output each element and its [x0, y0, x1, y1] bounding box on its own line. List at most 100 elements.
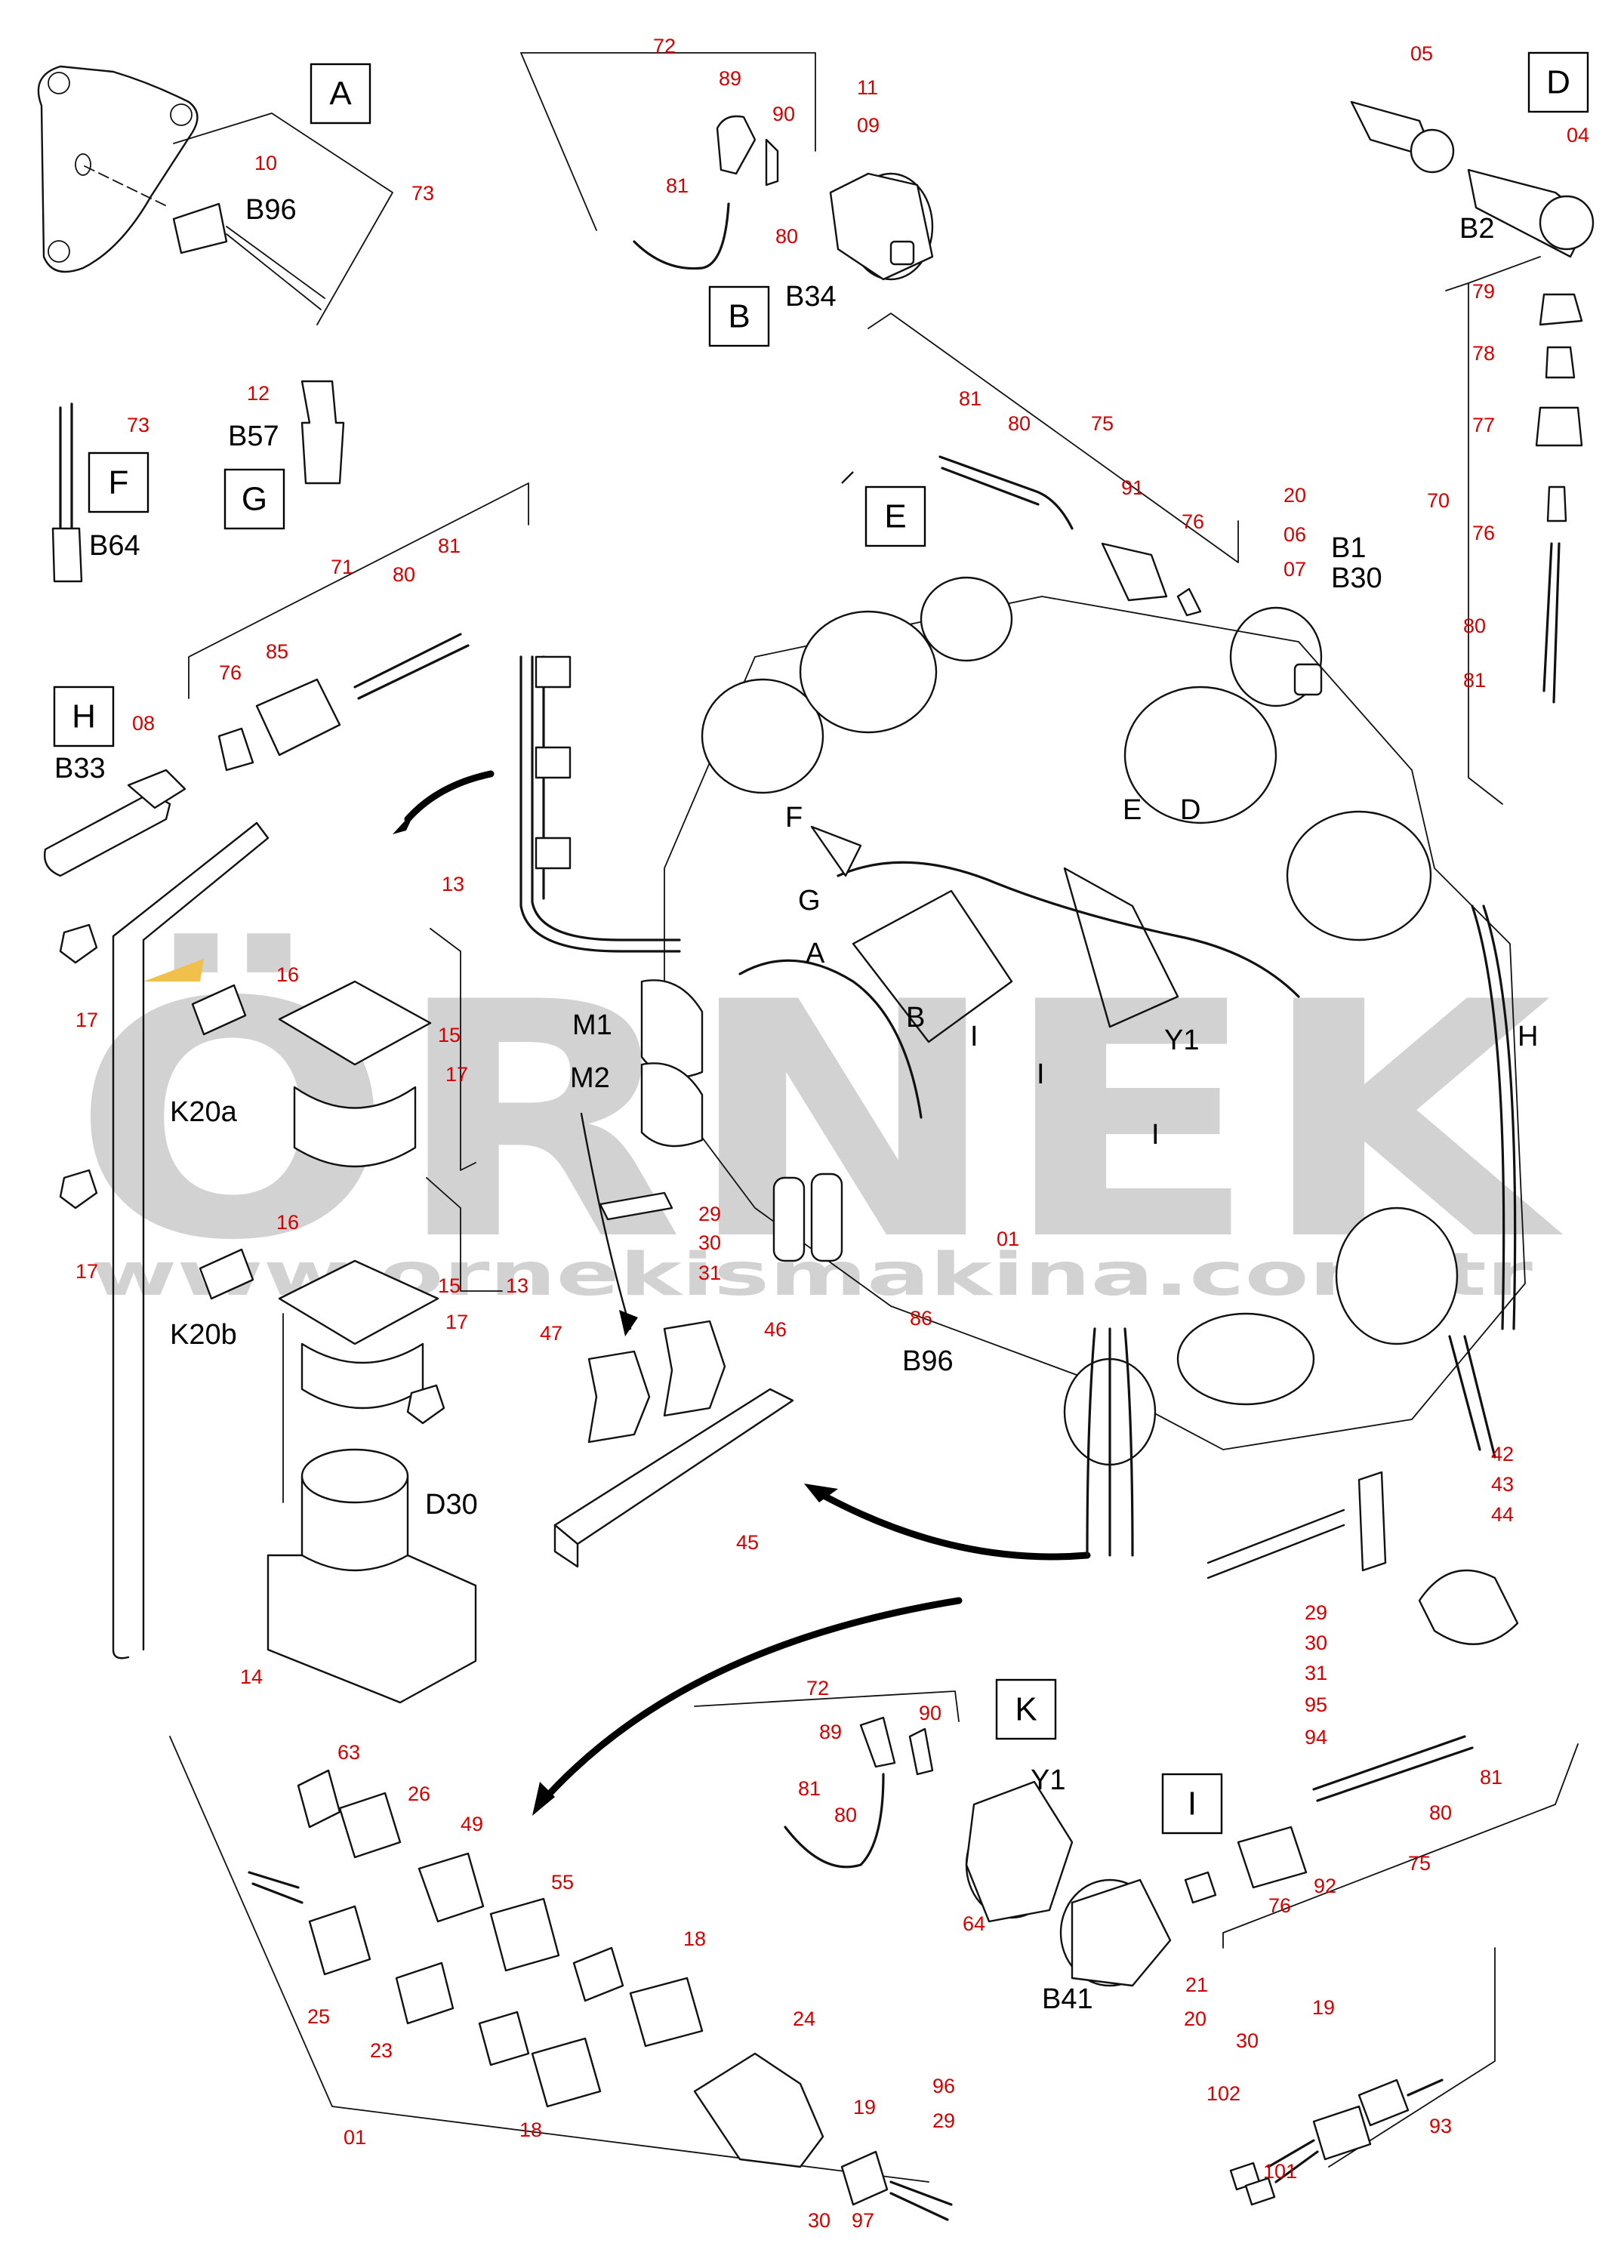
relay-stud-16a: [191, 984, 247, 1036]
sleeve-55: [489, 1897, 560, 1972]
e-boot-91: [1101, 542, 1168, 602]
relay-k20a: [278, 980, 432, 1066]
part-number: 07: [1283, 558, 1306, 581]
part-number: 45: [736, 1531, 759, 1554]
part-number: 16: [276, 963, 299, 986]
part-number: 09: [857, 114, 880, 137]
part-number: 44: [1491, 1503, 1514, 1526]
engine-marker-d: D: [1180, 794, 1200, 826]
part-number: 20: [1184, 2008, 1206, 2030]
part-number: 15: [438, 1024, 461, 1046]
callout-f: F: [88, 451, 149, 513]
spring-19b: [1312, 2105, 1372, 2161]
part-number: 01: [344, 2126, 366, 2149]
callout-h: H: [53, 686, 115, 747]
alternator: [1335, 1206, 1459, 1345]
relay-k20b: [278, 1259, 439, 1345]
part-number: 93: [1429, 2115, 1452, 2137]
part-number: 12: [247, 382, 270, 405]
part-number: 90: [772, 103, 795, 125]
nut-17c: [406, 1384, 445, 1425]
turbo-center: [799, 610, 938, 734]
section-k: [694, 1690, 1074, 1923]
intake-far-right: [1286, 810, 1432, 941]
part-number: 76: [1268, 1894, 1291, 1917]
connector-26: [338, 1792, 402, 1859]
nut-17a: [59, 923, 98, 964]
callout-g: G: [223, 468, 285, 530]
label-k20a: K20a: [170, 1096, 238, 1128]
part-number: 90: [919, 1702, 941, 1724]
callout-k: K: [995, 1678, 1057, 1740]
connector-23: [395, 1961, 455, 2025]
part-number: 101: [1263, 2160, 1297, 2183]
part-number: 29: [1305, 1601, 1327, 1624]
d-fitting-78: [1545, 346, 1576, 379]
spring-18b: [531, 2037, 602, 2108]
svg-text:K: K: [1015, 1691, 1037, 1728]
engine-assembly: [519, 471, 1526, 1557]
motor-m2: [640, 1062, 704, 1148]
label-m1: M1: [572, 1009, 612, 1041]
part-number: 77: [1472, 414, 1495, 436]
callout-b: B: [708, 285, 770, 347]
part-number: 80: [393, 563, 415, 586]
part-number: 43: [1491, 1473, 1514, 1496]
label-b1: B1: [1331, 532, 1366, 564]
svg-text:A: A: [329, 75, 352, 112]
label-b34: B34: [785, 281, 837, 313]
part-number: 21: [1185, 1974, 1208, 1996]
part-number: 04: [1567, 124, 1589, 146]
label-k20b: K20b: [170, 1319, 237, 1351]
engine-marker-g: G: [798, 885, 821, 917]
engine-marker-e: E: [1123, 794, 1142, 826]
part-number: 81: [1463, 669, 1486, 692]
section-f-g: [51, 380, 345, 583]
connector-kit: [169, 1736, 1496, 2221]
part-number: 81: [1480, 1766, 1502, 1789]
housing-24: [693, 2052, 824, 2168]
svg-text:H: H: [72, 698, 96, 735]
part-number: 49: [461, 1813, 483, 1835]
clamp-44: [1418, 1569, 1519, 1645]
svg-text:I: I: [1188, 1786, 1197, 1823]
block-46: [663, 1320, 726, 1417]
section-i: [1059, 1735, 1579, 1987]
part-number: 20: [1283, 484, 1306, 507]
part-number: 97: [852, 2209, 874, 2232]
part-number: 13: [442, 873, 464, 895]
engine-marker-h: H: [1518, 1021, 1538, 1052]
part-number: 15: [438, 1274, 461, 1297]
arrow-h-to-engine: [404, 770, 495, 823]
label-b33: B33: [54, 753, 106, 784]
part-number: 31: [1305, 1662, 1327, 1684]
callout-d: D: [1527, 51, 1589, 113]
label-y1-k: Y1: [1031, 1764, 1065, 1796]
part-number: 81: [666, 174, 689, 197]
svg-text:G: G: [242, 481, 267, 518]
part-number: 30: [1236, 2029, 1259, 2052]
label-m2: M2: [570, 1062, 610, 1094]
section-h: [44, 482, 529, 877]
part-number: 80: [1429, 1801, 1452, 1824]
part-number: 96: [932, 2075, 955, 2097]
part-number: 18: [683, 1927, 706, 1950]
part-number: 71: [331, 556, 353, 578]
part-number: 13: [506, 1274, 528, 1297]
engine-marker-f: F: [785, 802, 803, 834]
part-number: 81: [798, 1777, 821, 1800]
part-number: 72: [806, 1677, 829, 1699]
rail-bracket-42: [1357, 1471, 1387, 1572]
nut-17b: [59, 1169, 98, 1209]
part-number: 25: [307, 2005, 330, 2028]
cable-clip: [599, 1191, 673, 1221]
callout-a: A: [310, 63, 371, 125]
part-number: 78: [1472, 342, 1495, 365]
block-47: [587, 1350, 651, 1444]
part-number: 92: [1314, 1875, 1336, 1897]
section-d: [1350, 100, 1595, 805]
label-b96-engine: B96: [902, 1345, 954, 1377]
turbo-left: [701, 678, 824, 794]
section-e: [867, 313, 1323, 707]
part-number: 70: [1427, 489, 1450, 512]
